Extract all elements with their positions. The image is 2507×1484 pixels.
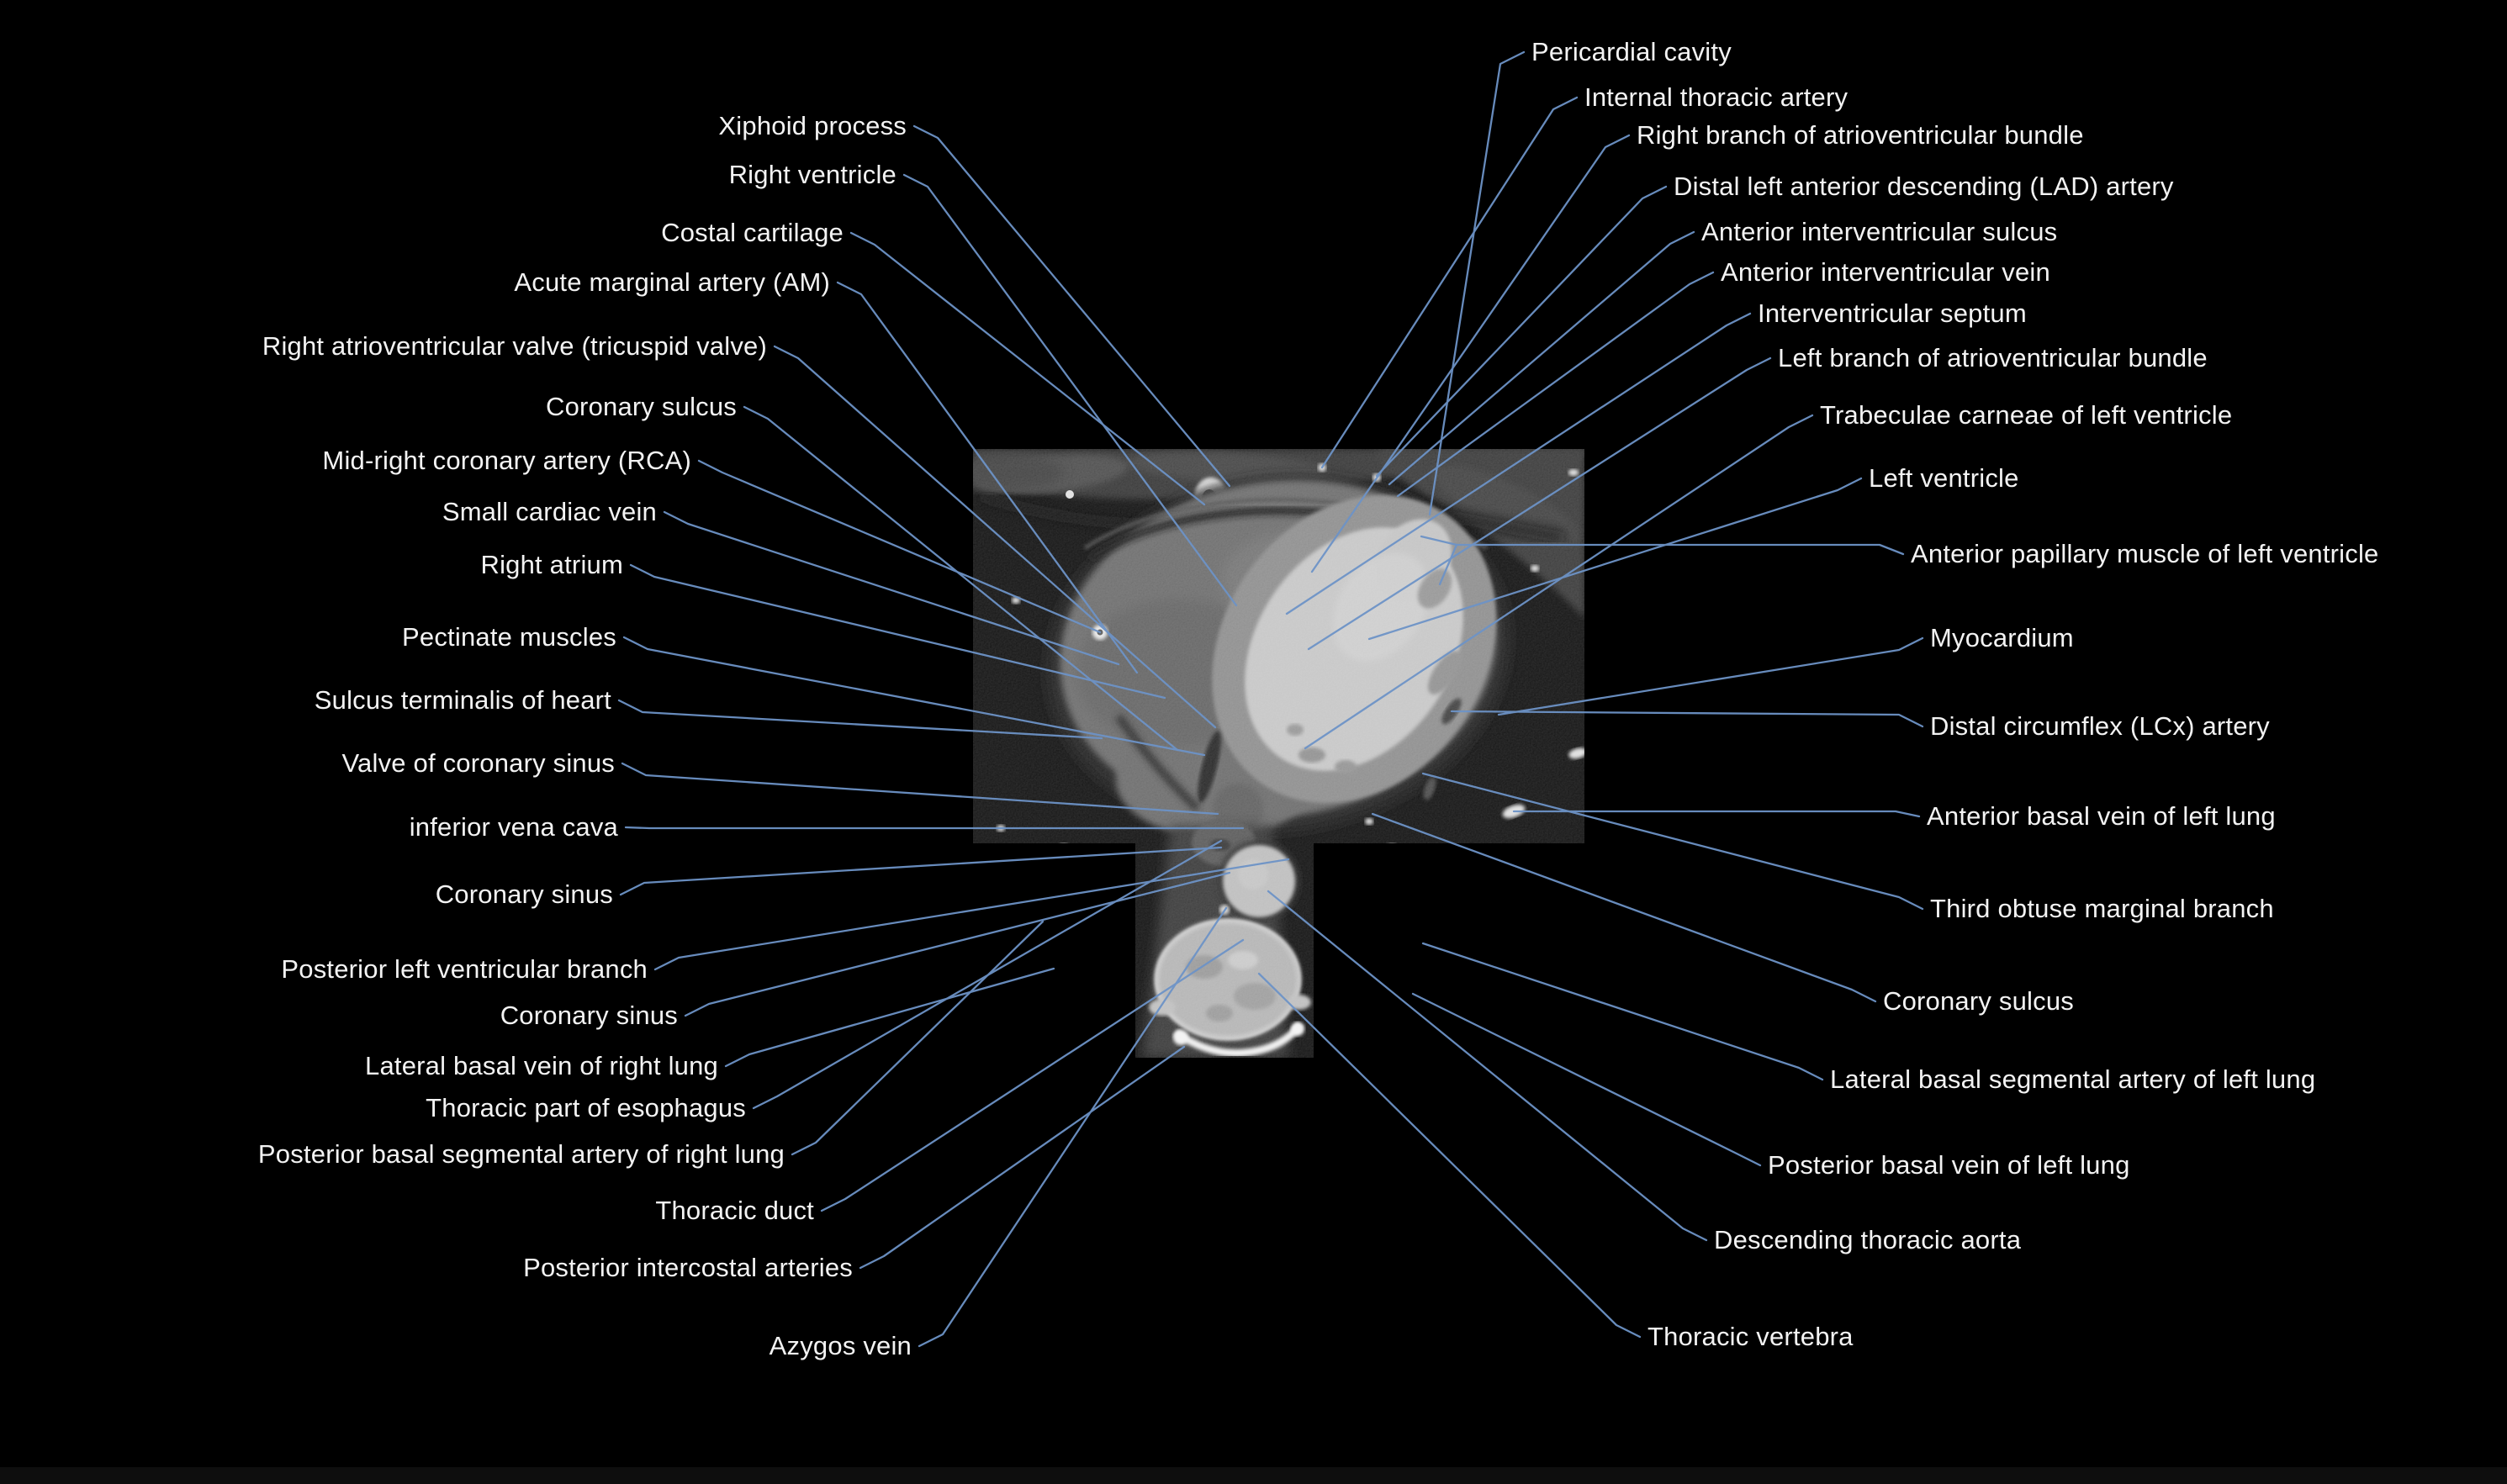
leader-line-sulcus-terminalis-of-heart [617, 699, 1103, 740]
leader-line-pericardial-cavity [1428, 50, 1526, 516]
leader-line-posterior-basal-vein-of-left-lung [1411, 992, 1762, 1167]
anatomy-label-myocardium: Myocardium [1930, 623, 2074, 652]
anatomy-label-trabeculae-carneae-of-left-ventricle: Trabeculae carneae of left ventricle [1820, 400, 2233, 430]
anatomy-label-descending-thoracic-aorta: Descending thoracic aorta [1714, 1225, 2022, 1254]
anatomy-label-right-ventricle: Right ventricle [728, 160, 896, 189]
anatomy-label-right-branch-of-atrioventricular-bundle: Right branch of atrioventricular bundle [1637, 120, 2084, 150]
anatomy-label-mid-right-coronary-artery-rca: Mid-right coronary artery (RCA) [322, 446, 691, 475]
leader-line-right-atrium [629, 563, 1166, 700]
anatomy-label-left-ventricle: Left ventricle [1869, 463, 2019, 493]
anatomy-label-right-atrium: Right atrium [480, 550, 623, 579]
anatomy-label-sulcus-terminalis-of-heart: Sulcus terminalis of heart [314, 685, 611, 715]
anatomy-label-anterior-interventricular-vein: Anterior interventricular vein [1721, 257, 2050, 287]
leader-line-acute-marginal-artery-am [836, 281, 1139, 674]
anatomy-label-lateral-basal-segmental-artery-of-left-lung: Lateral basal segmental artery of left l… [1830, 1064, 2316, 1094]
anatomy-label-posterior-basal-segmental-artery-of-right-lung: Posterior basal segmental artery of righ… [257, 1139, 785, 1169]
anatomy-label-pectinate-muscles: Pectinate muscles [402, 622, 616, 652]
anatomy-label-coronary-sulcus: Coronary sulcus [546, 392, 737, 421]
leader-line-xiphoid-process [912, 124, 1231, 488]
anatomy-label-thoracic-part-of-esophagus: Thoracic part of esophagus [426, 1093, 746, 1122]
leader-line-anterior-papillary-muscle-of-left-ventricle [1455, 543, 1905, 556]
leader-line-valve-of-coronary-sinus [621, 762, 1219, 816]
leader-line-anterior-interventricular-sulcus [1388, 230, 1695, 486]
anatomy-label-right-atrioventricular-valve-tricuspid-valve: Right atrioventricular valve (tricuspid … [262, 331, 767, 361]
leader-line-interventricular-septum [1285, 312, 1752, 615]
leader-line-pectinate-muscles [622, 636, 1206, 757]
leader-line-coronary-sulcus [1371, 812, 1877, 1003]
leader-line-mid-right-coronary-artery-rca [697, 459, 1102, 634]
leader-line-left-ventricle [1367, 477, 1863, 641]
leader-line-azygos-vein [918, 906, 1228, 1348]
leader-line-distal-left-anterior-descending-lad-artery [1375, 185, 1668, 478]
anatomy-label-coronary-sinus: Coronary sinus [500, 1001, 678, 1030]
anatomy-label-valve-of-coronary-sinus: Valve of coronary sinus [341, 748, 615, 778]
leader-line-myocardium [1497, 636, 1924, 716]
leader-line-posterior-intercostal-arteries [859, 1045, 1186, 1270]
leader-line-anterior-basal-vein-of-left-lung [1512, 810, 1921, 818]
anatomy-label-pericardial-cavity: Pericardial cavity [1531, 37, 1732, 66]
leader-line-left-branch-of-atrioventricular-bundle [1307, 356, 1772, 651]
leader-line-posterior-left-ventricular-branch [653, 858, 1290, 971]
anatomy-label-coronary-sulcus: Coronary sulcus [1883, 986, 2074, 1016]
anatomy-label-interventricular-septum: Interventricular septum [1758, 298, 2027, 328]
leader-line-small-cardiac-vein [663, 510, 1120, 666]
leader-line-costal-cartilage [849, 231, 1206, 506]
leader-line-anterior-interventricular-vein [1396, 271, 1715, 498]
anatomy-label-coronary-sinus: Coronary sinus [435, 879, 613, 909]
leader-line-coronary-sinus [684, 871, 1231, 1017]
anatomy-label-xiphoid-process: Xiphoid process [718, 111, 907, 140]
anatomy-label-azygos-vein: Azygos vein [769, 1331, 912, 1360]
leader-line-trabeculae-carneae-of-left-ventricle [1304, 414, 1814, 750]
leader-line-thoracic-duct [820, 938, 1245, 1212]
anatomy-label-inferior-vena-cava: inferior vena cava [409, 812, 618, 842]
anatomy-label-internal-thoracic-artery: Internal thoracic artery [1584, 82, 1849, 112]
leader-line-distal-circumflex-lcx-artery [1450, 710, 1924, 728]
leader-lines [617, 50, 1924, 1348]
bottom-bar [0, 1467, 2507, 1484]
leader-line-third-obtuse-marginal-branch [1421, 772, 1924, 911]
anatomy-label-thoracic-duct: Thoracic duct [655, 1196, 814, 1225]
anatomy-label-distal-left-anterior-descending-lad-artery: Distal left anterior descending (LAD) ar… [1674, 172, 2174, 201]
anatomy-label-posterior-intercostal-arteries: Posterior intercostal arteries [523, 1253, 853, 1282]
leader-line-lateral-basal-segmental-artery-of-left-lung [1421, 942, 1824, 1081]
anatomy-label-posterior-left-ventricular-branch: Posterior left ventricular branch [281, 954, 648, 984]
leader-line-posterior-basal-segmental-artery-of-right-lung [791, 920, 1045, 1156]
anatomy-label-third-obtuse-marginal-branch: Third obtuse marginal branch [1930, 894, 2274, 923]
anatomy-label-posterior-basal-vein-of-left-lung: Posterior basal vein of left lung [1768, 1150, 2130, 1180]
anatomy-label-anterior-papillary-muscle-of-left-ventricle: Anterior papillary muscle of left ventri… [1911, 539, 2379, 568]
leader-line-right-branch-of-atrioventricular-bundle [1310, 134, 1631, 573]
leader-line-descending-thoracic-aorta [1267, 890, 1708, 1242]
anatomy-label-left-branch-of-atrioventricular-bundle: Left branch of atrioventricular bundle [1778, 343, 2208, 372]
leader-line-fork-anterior-papillary-muscle-of-left-ventricle [1420, 535, 1458, 547]
leader-line-right-ventricle [902, 173, 1238, 607]
anatomy-label-distal-circumflex-lcx-artery: Distal circumflex (LCx) artery [1930, 711, 2270, 741]
leader-line-lateral-basal-vein-of-right-lung [724, 967, 1055, 1068]
leader-line-internal-thoracic-artery [1320, 96, 1579, 469]
anatomy-label-small-cardiac-vein: Small cardiac vein [442, 497, 657, 526]
leader-line-coronary-sinus [619, 846, 1223, 896]
leader-line-inferior-vena-cava [624, 826, 1245, 830]
leader-line-right-atrioventricular-valve-tricuspid-valve [773, 345, 1217, 729]
anatomy-label-anterior-basal-vein-of-left-lung: Anterior basal vein of left lung [1927, 801, 2276, 831]
anatomy-label-acute-marginal-artery-am: Acute marginal artery (AM) [514, 267, 830, 297]
leader-line-fork-anterior-papillary-muscle-of-left-ventricle [1438, 543, 1458, 586]
anatomy-label-lateral-basal-vein-of-right-lung: Lateral basal vein of right lung [365, 1051, 718, 1080]
leader-line-thoracic-vertebra [1257, 972, 1642, 1339]
leader-line-thoracic-part-of-esophagus [752, 839, 1223, 1110]
anatomy-label-costal-cartilage: Costal cartilage [661, 218, 844, 247]
anatomy-label-thoracic-vertebra: Thoracic vertebra [1648, 1322, 1854, 1351]
anatomy-label-anterior-interventricular-sulcus: Anterior interventricular sulcus [1701, 217, 2058, 246]
